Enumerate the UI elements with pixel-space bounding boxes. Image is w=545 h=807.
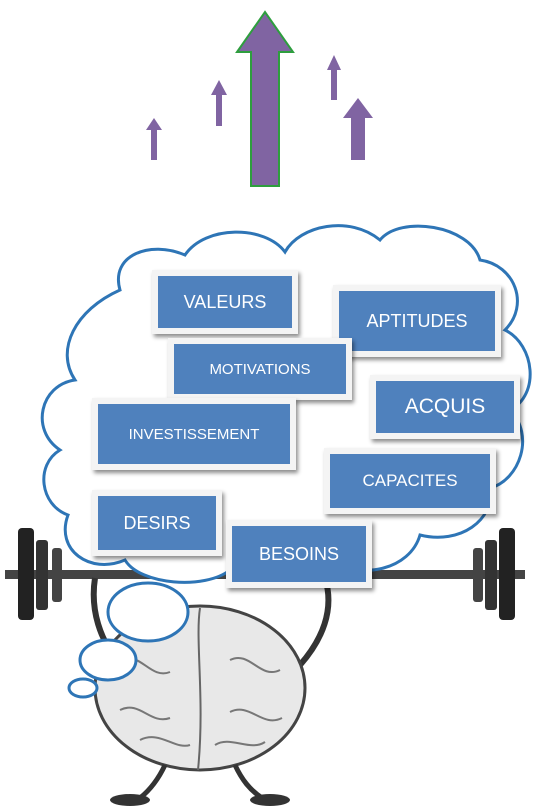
concept-label: MOTIVATIONS xyxy=(209,360,311,378)
small-arrow-4 xyxy=(343,98,373,160)
concept-label: APTITUDES xyxy=(366,310,468,331)
concept-label: CAPACITES xyxy=(362,471,458,490)
concept-label: VALEURS xyxy=(183,291,267,312)
concept-label: ACQUIS xyxy=(404,395,486,418)
concept-box-motivations: MOTIVATIONS xyxy=(168,338,352,400)
concept-label: INVESTISSEMENT xyxy=(128,425,260,443)
concept-box-desirs: DESIRS xyxy=(92,490,222,556)
concept-label: BESOINS xyxy=(258,543,340,564)
thought-bubble-small xyxy=(67,677,99,699)
small-arrow-2 xyxy=(211,80,227,126)
concept-box-besoins: BESOINS xyxy=(226,520,372,588)
small-arrow-3 xyxy=(327,55,341,100)
thought-bubble-large xyxy=(106,581,190,643)
concept-box-investissement: INVESTISSEMENT xyxy=(92,398,296,470)
concept-label: DESIRS xyxy=(123,512,191,533)
small-arrow-1 xyxy=(146,118,162,160)
concept-box-acquis: ACQUIS xyxy=(370,375,520,439)
main-arrow xyxy=(235,10,295,187)
thought-bubble-medium xyxy=(78,638,138,682)
concept-box-valeurs: VALEURS xyxy=(152,270,298,334)
concept-box-capacites: CAPACITES xyxy=(324,448,496,514)
concept-box-aptitudes: APTITUDES xyxy=(333,285,501,357)
